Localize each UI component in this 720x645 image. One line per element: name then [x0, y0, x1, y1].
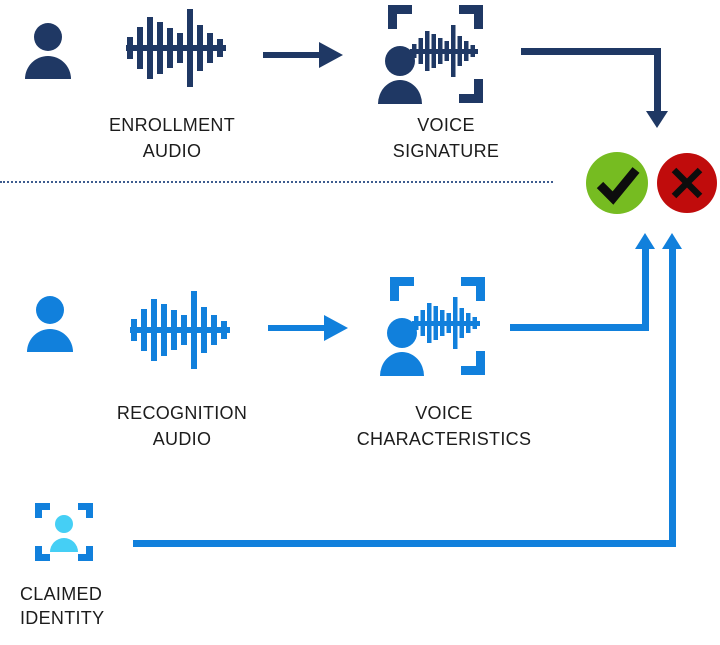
voice-characteristics-icon — [376, 272, 488, 380]
enrollment-person-icon — [25, 21, 73, 79]
enrollment-audio-label-line2: AUDIO — [142, 141, 202, 161]
recognition-audio-waveform-icon — [130, 290, 230, 370]
claimed-identity-label-line2: IDENTITY — [20, 608, 105, 628]
enrollment-audio-label-line1: ENROLLMENT — [108, 115, 236, 135]
claimed-identity-icon — [35, 503, 93, 561]
characteristics-connector-horizontal — [510, 324, 649, 331]
enrollment-audio-waveform-icon — [126, 8, 226, 88]
accept-result — [586, 152, 648, 214]
voice-characteristics-label-line2: CHARACTERISTICS — [356, 429, 532, 449]
enrollment-audio-label: ENROLLMENT AUDIO — [72, 112, 272, 164]
arrow-down-icon — [646, 111, 668, 128]
recognition-arrow-right-icon — [268, 314, 348, 342]
recognition-audio-label: RECOGNITION AUDIO — [82, 400, 282, 452]
signature-connector-horizontal — [521, 48, 661, 55]
claimed-identity-connector-horizontal — [133, 540, 676, 547]
signature-connector-vertical — [654, 48, 661, 112]
reject-result — [657, 153, 717, 213]
cross-icon — [671, 167, 703, 199]
voice-signature-label-line2: SIGNATURE — [392, 141, 500, 161]
checkmark-icon — [596, 167, 640, 205]
arrow-up-icon — [662, 233, 682, 249]
voice-signature-icon — [374, 0, 486, 108]
voice-characteristics-label: VOICE CHARACTERISTICS — [324, 400, 564, 452]
voice-signature-label: VOICE SIGNATURE — [346, 112, 546, 164]
voice-signature-label-line1: VOICE — [417, 115, 475, 135]
arrow-up-icon — [635, 233, 655, 249]
characteristics-connector-vertical — [642, 249, 649, 331]
claimed-identity-label: CLAIMED IDENTITY — [20, 582, 220, 630]
claimed-identity-label-line1: CLAIMED — [20, 584, 103, 604]
recognition-audio-label-line2: AUDIO — [152, 429, 212, 449]
recognition-audio-label-line1: RECOGNITION — [116, 403, 248, 423]
voice-characteristics-label-line1: VOICE — [415, 403, 473, 423]
dotted-divider — [0, 181, 553, 183]
recognition-person-icon — [27, 294, 75, 352]
enrollment-arrow-right-icon — [263, 41, 343, 69]
claimed-identity-connector-vertical — [669, 249, 676, 547]
